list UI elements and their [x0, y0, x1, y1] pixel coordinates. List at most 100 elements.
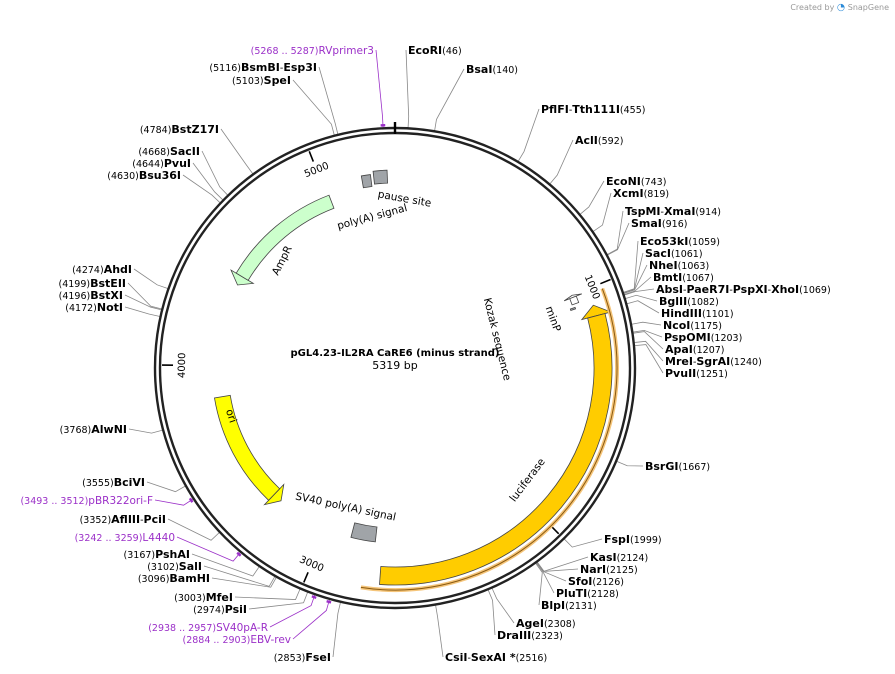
site-label-pflfi[interactable]: PflFI - Tth111I(455): [541, 103, 645, 116]
site-name: BamHI: [169, 572, 210, 585]
primer-label-sv40pa-r[interactable]: (2938 .. 2957)SV40pA-R: [148, 622, 268, 634]
feature-luciferase[interactable]: [379, 313, 613, 586]
site-name: PspOMI: [664, 331, 711, 344]
site-leader-draiii: [487, 589, 496, 636]
site-label-ncoi[interactable]: NcoI(1175): [663, 319, 722, 332]
site-label-xcmi[interactable]: XcmI(819): [613, 187, 669, 200]
site-label-sali[interactable]: (3102)SalI: [147, 560, 202, 573]
site-label-afliii[interactable]: (3352)AflIII - PciI: [80, 513, 166, 526]
feature-label-sv40-polya: SV40 poly(A) signal: [294, 491, 397, 524]
site-label-tspmi[interactable]: TspMI - XmaI(914): [625, 205, 721, 218]
site-leader-sacii: [201, 150, 229, 196]
site-leader-sali: [203, 565, 276, 587]
site-label-bstxi[interactable]: (4196)BstXI: [59, 289, 123, 302]
site-label-spei[interactable]: (5103)SpeI: [232, 74, 291, 87]
site-position: (2853): [274, 653, 306, 664]
name-separator: -: [661, 207, 664, 218]
site-label-nari[interactable]: NarI(2125): [580, 563, 638, 576]
primer-mark-ebv-rev[interactable]: [326, 599, 332, 604]
site-label-bmti[interactable]: BmtI(1067): [653, 271, 714, 284]
feature-ori[interactable]: [214, 394, 281, 501]
site-label-noti[interactable]: (4172)NotI: [65, 301, 123, 314]
site-label-nhei[interactable]: NheI(1063): [649, 259, 709, 272]
site-name: Tth111I: [572, 103, 620, 116]
site-label-pvuii[interactable]: PvuII(1251): [665, 367, 728, 380]
site-label-acli[interactable]: AclI(592): [575, 134, 623, 147]
site-label-pshai[interactable]: (3167)PshAI: [124, 548, 190, 561]
site-position: (1207): [693, 345, 725, 356]
site-name: PshAI: [155, 548, 190, 561]
site-label-sacii[interactable]: (4668)SacII: [138, 145, 200, 158]
primer-mark-l4440[interactable]: [236, 551, 242, 557]
site-label-mrei[interactable]: MreI - SgrAI(1240): [665, 355, 762, 368]
site-label-bcivi[interactable]: (3555)BciVI: [82, 476, 145, 489]
primer-name: L4440: [142, 532, 175, 544]
site-label-absi[interactable]: AbsI - PaeR7I - PspXI - XhoI(1069): [656, 283, 831, 296]
site-label-bglii[interactable]: BglII(1082): [659, 295, 719, 308]
primer-label-l4440[interactable]: (3242 .. 3259)L4440: [75, 532, 175, 544]
site-position: (5103): [232, 76, 264, 87]
site-leader-mfei: [234, 588, 301, 600]
site-label-bsteii[interactable]: (4199)BstEII: [59, 277, 126, 290]
site-name: XcmI: [613, 187, 644, 200]
brand-name: SnapGene: [847, 3, 889, 12]
site-label-sfoi[interactable]: SfoI(2126): [568, 575, 624, 588]
feature-minp[interactable]: [569, 295, 580, 306]
site-label-pluti[interactable]: PluTI(2128): [556, 587, 619, 600]
site-label-fspi[interactable]: FspI(1999): [604, 533, 662, 546]
site-position: (1999): [630, 535, 662, 546]
primer-label-pbr322ori-f[interactable]: (3493 .. 3512)pBR322ori-F: [20, 495, 153, 507]
feature-polya[interactable]: [360, 174, 373, 189]
site-position: (916): [662, 219, 688, 230]
site-label-smai[interactable]: SmaI(916): [631, 217, 687, 230]
site-name: BstEII: [90, 277, 126, 290]
site-position: (2516): [516, 653, 548, 664]
primer-name: pBR322ori-F: [88, 495, 153, 507]
site-label-pvui[interactable]: (4644)PvuI: [132, 157, 191, 170]
site-position: (4784): [140, 125, 172, 136]
site-label-kasi[interactable]: KasI(2124): [590, 551, 648, 564]
site-label-hindiii[interactable]: HindIII(1101): [661, 307, 734, 320]
feature-sv40-polya[interactable]: [350, 522, 378, 543]
site-position: (743): [641, 177, 667, 188]
site-label-bsai[interactable]: BsaI(140): [466, 63, 518, 76]
plasmid-backbone: [153, 122, 637, 610]
site-label-bsmbi[interactable]: (5116)BsmBI - Esp3I: [209, 61, 317, 74]
site-name: SfoI: [568, 575, 592, 588]
site-name: KasI: [590, 551, 617, 564]
site-label-psii[interactable]: (2974)PsiI: [193, 603, 247, 616]
site-label-eco53ki[interactable]: Eco53kI(1059): [640, 235, 720, 248]
primer-label-ebv-rev[interactable]: (2884 .. 2903)EBV-rev: [183, 634, 292, 646]
site-position: (4668): [138, 147, 170, 158]
primer-mark-pbr322ori-f[interactable]: [188, 497, 194, 503]
feature-ampr[interactable]: [235, 194, 335, 281]
primer-marks: [188, 123, 386, 604]
feature-kozak[interactable]: [569, 306, 577, 311]
site-label-csii[interactable]: CsiI - SexAI *(2516): [445, 651, 547, 664]
site-name: MreI: [665, 355, 693, 368]
site-label-ahdi[interactable]: (4274)AhdI: [72, 263, 132, 276]
site-label-bamhi[interactable]: (3096)BamHI: [138, 572, 210, 585]
site-name: SmaI: [631, 217, 662, 230]
feature-pause-site[interactable]: [372, 169, 388, 185]
primer-range: (2884 .. 2903): [183, 635, 251, 646]
site-label-econi[interactable]: EcoNI(743): [606, 175, 666, 188]
site-label-saci[interactable]: SacI(1061): [645, 247, 703, 260]
site-label-bsrgi[interactable]: BsrGI(1667): [645, 460, 710, 473]
site-leader-sfoi: [536, 561, 567, 582]
site-label-bsu36i[interactable]: (4630)Bsu36I: [107, 169, 181, 182]
site-label-alwni[interactable]: (3768)AlwNI: [60, 423, 127, 436]
site-leader-xcmi: [592, 192, 612, 233]
site-label-blpi[interactable]: BlpI(2131): [541, 599, 597, 612]
primer-label-rvprimer3[interactable]: (5268 .. 5287)RVprimer3: [251, 45, 374, 57]
primer-mark-sv40pa-r[interactable]: [311, 595, 317, 600]
site-label-bstz17i[interactable]: (4784)BstZ17I: [140, 123, 219, 136]
site-label-mfei[interactable]: (3003)MfeI: [174, 591, 233, 604]
site-label-agei[interactable]: AgeI(2308): [516, 617, 576, 630]
site-label-fsei[interactable]: (2853)FseI: [274, 651, 331, 664]
site-position: (1069): [799, 285, 831, 296]
site-label-ecori[interactable]: EcoRI(46): [408, 44, 462, 57]
site-label-apai[interactable]: ApaI(1207): [665, 343, 725, 356]
site-label-pspomi[interactable]: PspOMI(1203): [664, 331, 742, 344]
site-label-draiii[interactable]: DraIII(2323): [497, 629, 563, 642]
